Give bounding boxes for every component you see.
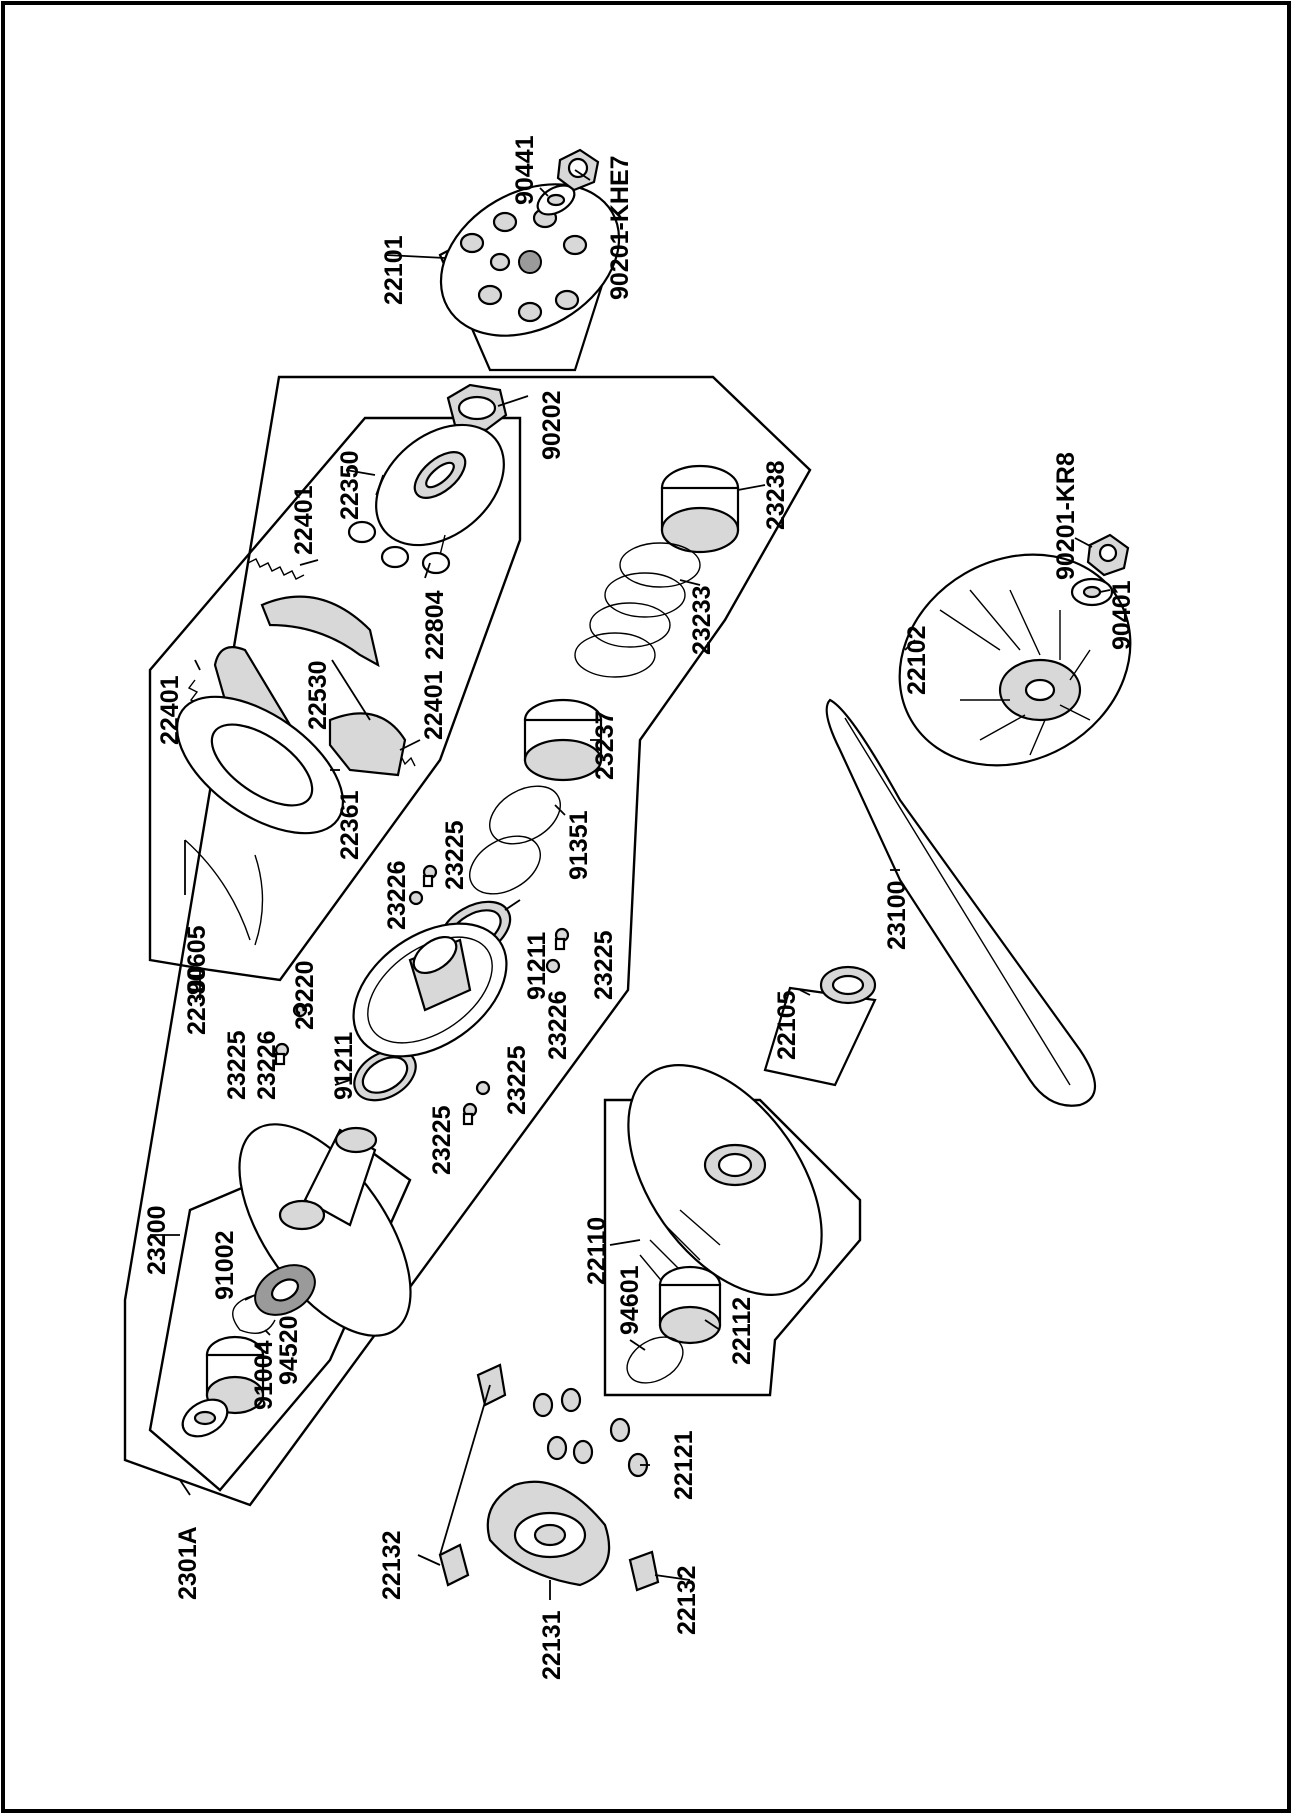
bushing-22112 xyxy=(658,1265,722,1345)
label-90201-KHE7: 90201-KHE7 xyxy=(606,155,634,300)
label-22102: 22102 xyxy=(903,625,931,695)
label-23225-b: 23225 xyxy=(590,930,618,1000)
drive-belt-23100 xyxy=(825,698,1096,1107)
clip-90605 xyxy=(184,839,264,946)
label-23200: 23200 xyxy=(143,1205,171,1275)
label-22132-right: 22132 xyxy=(673,1565,701,1635)
slider-22132-top xyxy=(476,1363,507,1407)
damper-22804 xyxy=(347,520,451,575)
label-23225-a: 23225 xyxy=(441,820,469,890)
nut-90202 xyxy=(446,383,508,432)
pin-23225-c xyxy=(274,1042,290,1066)
label-90605: 90605 xyxy=(183,925,211,995)
label-22112: 22112 xyxy=(728,1297,756,1365)
label-23238: 23238 xyxy=(762,460,790,530)
label-90441: 90441 xyxy=(511,135,539,205)
assembly-outline-22300 xyxy=(148,416,522,982)
label-23226-b: 23226 xyxy=(544,990,572,1060)
nut-90201-KR8 xyxy=(1086,533,1130,577)
weight-roller-22121 xyxy=(532,1387,649,1478)
label-91211-lower: 91211 xyxy=(330,1032,358,1100)
label-22105: 22105 xyxy=(773,990,801,1060)
clutch-outer-22101 xyxy=(438,183,621,372)
nut-90201-KHE7 xyxy=(556,148,600,192)
label-22101: 22101 xyxy=(380,235,408,305)
label-23220: 23220 xyxy=(291,960,319,1030)
oil-seal xyxy=(181,1398,229,1438)
pin-23225-b xyxy=(554,927,570,951)
assembly-outline-22110 xyxy=(603,1098,862,1397)
pin-23225-d xyxy=(462,1102,478,1126)
label-22401-left: 22401 xyxy=(156,675,184,745)
circlip-94520 xyxy=(232,1294,276,1334)
seal-91211-lower xyxy=(353,1048,417,1102)
label-23225-d: 23225 xyxy=(428,1105,456,1175)
leader-lines xyxy=(150,169,1111,1600)
ring-94601 xyxy=(626,1336,684,1384)
label-2301A: 2301A xyxy=(174,1526,202,1600)
fixed-sheave-23200 xyxy=(238,1123,412,1337)
label-91351: 91351 xyxy=(565,810,593,880)
collar-23238 xyxy=(660,464,740,554)
label-22131: 22131 xyxy=(538,1610,566,1680)
label-22132-left: 22132 xyxy=(378,1530,406,1600)
label-94520: 94520 xyxy=(275,1315,303,1385)
label-91211-upper: 91211 xyxy=(523,932,551,1000)
slider-22132-left xyxy=(438,1543,470,1587)
label-22361: 22361 xyxy=(336,790,364,860)
assembly-outline-2301A xyxy=(123,375,812,1507)
label-22401-top: 22401 xyxy=(290,485,318,555)
bearing-91002 xyxy=(254,1264,316,1316)
pin-23226-d xyxy=(475,1080,491,1096)
label-91002: 91002 xyxy=(211,1230,239,1300)
pin-23226-a xyxy=(408,890,424,906)
label-23226-d: 23225 xyxy=(503,1045,531,1115)
pin-23226-c xyxy=(292,1002,308,1018)
label-23226-c: 23226 xyxy=(253,1030,281,1100)
label-23233: 23233 xyxy=(688,585,716,655)
label-22804: 22804 xyxy=(421,590,449,660)
label-91004: 91004 xyxy=(250,1340,278,1410)
clutch-shoe-22530-c xyxy=(328,712,407,777)
label-22300: 22300 xyxy=(183,965,211,1035)
spring-23233 xyxy=(574,542,701,678)
spring-22401-top xyxy=(247,558,305,580)
needle-bearing-91004 xyxy=(205,1335,265,1415)
pin-23226-b xyxy=(545,958,561,974)
plate-22361 xyxy=(175,695,345,835)
movable-drive-face-22110 xyxy=(627,1064,823,1296)
label-90401: 90401 xyxy=(1108,580,1136,650)
o-ring-91351 xyxy=(469,785,561,895)
label-23226-a: 23226 xyxy=(383,860,411,930)
label-90201-KR8: 90201-KR8 xyxy=(1052,452,1080,580)
label-94601: 94601 xyxy=(616,1265,644,1335)
collar-23237 xyxy=(523,698,603,782)
ramp-plate-22131 xyxy=(486,1480,611,1587)
slider-22132-right xyxy=(628,1550,660,1592)
label-22350: 22350 xyxy=(336,450,364,520)
washer-90401 xyxy=(1070,577,1114,607)
label-22110: 22110 xyxy=(583,1217,611,1285)
collar-22105 xyxy=(763,965,877,1087)
sliding-sheave-23220 xyxy=(352,922,508,1058)
label-23237: 23237 xyxy=(591,710,619,780)
clutch-shoe-22530-a xyxy=(260,595,380,668)
label-22401-lower: 22401 xyxy=(420,670,448,740)
pin-23225-a xyxy=(422,864,438,888)
label-22530: 22530 xyxy=(304,660,332,730)
label-23225-c: 23225 xyxy=(223,1030,251,1100)
label-23100: 23100 xyxy=(883,880,911,950)
part-labels: 22101 90441 90201-KHE7 90202 23238 90201… xyxy=(143,135,1136,1680)
fan-plate-22102 xyxy=(898,553,1132,767)
clutch-plate-22350 xyxy=(375,423,505,556)
label-90202: 90202 xyxy=(538,390,566,460)
label-22121: 22121 xyxy=(670,1430,698,1500)
